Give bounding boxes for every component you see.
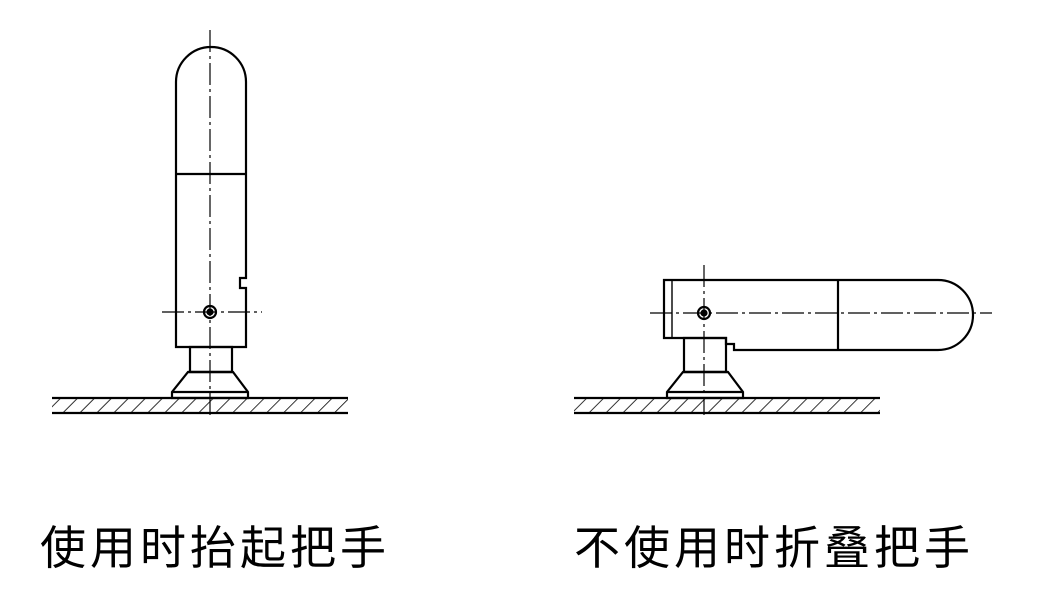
neck-left: [188, 345, 234, 374]
folded-handle-figure: [574, 265, 992, 415]
handle-body-raised: [174, 45, 248, 349]
center-lines-left: [162, 30, 262, 415]
caption-raised-handle: 使用时抬起把手: [40, 521, 390, 575]
caption-folded-handle: 不使用时折叠把手: [574, 521, 974, 575]
suction-foot-right: [665, 370, 745, 400]
base-plate-left: [52, 396, 348, 415]
base-plate-right: [574, 396, 880, 415]
handle-body-folded: [662, 278, 975, 352]
raised-handle-figure: [52, 30, 348, 415]
center-lines-right: [650, 265, 992, 415]
neck-right: [682, 336, 728, 374]
